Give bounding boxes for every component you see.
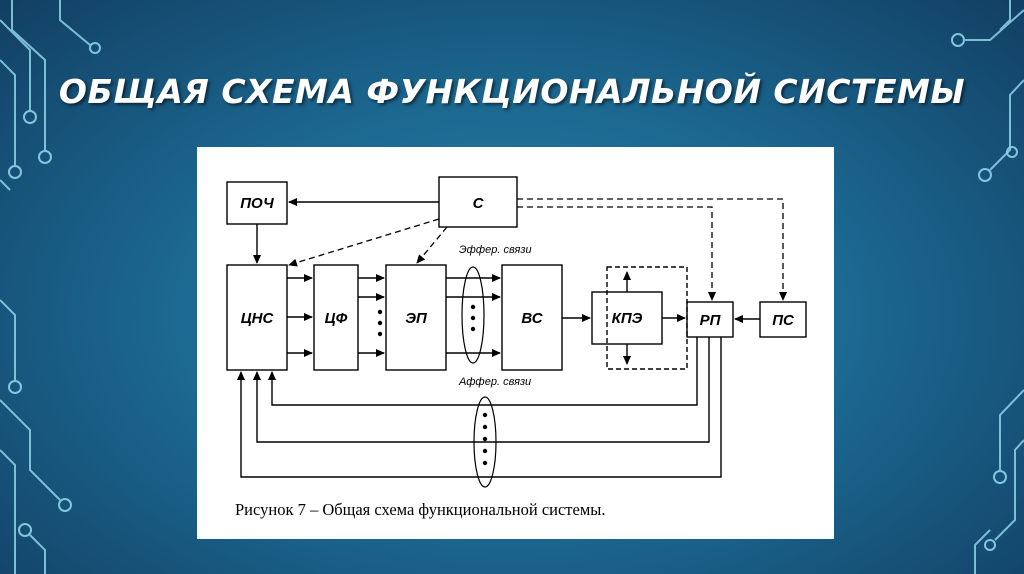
afferent-ellipse: [473, 396, 497, 488]
circuit-line: [0, 19, 31, 110]
dashed-s-to-rp: [517, 206, 716, 301]
circuit-node: [58, 498, 72, 512]
label-cns: ЦНС: [241, 310, 275, 327]
circuit-line: [989, 79, 1024, 171]
node-ep: [385, 264, 447, 371]
slide-title: ОБЩАЯ СХЕМА ФУНКЦИОНАЛЬНОЙ СИСТЕМЫ: [58, 72, 966, 111]
label-kpe: КПЭ: [612, 310, 643, 327]
circuit-node: [23, 110, 37, 124]
circuit-line: [999, 389, 1024, 470]
label-efferent: Эффер. связи: [459, 244, 532, 256]
circuit-node: [8, 380, 22, 394]
dashed-s-to-ps: [517, 198, 787, 301]
circuit-line: [0, 299, 16, 380]
label-cf: ЦФ: [325, 310, 348, 327]
label-afferent: Аффер. связи: [458, 376, 531, 388]
circuit-node: [984, 539, 996, 551]
circuit-node: [89, 42, 101, 54]
label-ps: ПС: [772, 312, 795, 329]
circuit-node: [8, 165, 22, 179]
dashed-s-to-cns: [288, 218, 440, 267]
functional-system-diagram: ПОЧ С ЦНС ЦФ ЭП ВС КПЭ РП ПС Эффер. связ…: [226, 176, 807, 488]
circuit-node: [18, 523, 32, 537]
kpe-dashed-frame: [606, 266, 688, 370]
circuit-line: [965, 9, 1024, 41]
efferent-ellipse: [461, 266, 485, 364]
circuit-node: [993, 470, 1007, 484]
circuit-line: [29, 534, 46, 574]
node-cf: [313, 264, 359, 371]
circuit-node: [951, 33, 965, 47]
label-poch: ПОЧ: [240, 195, 274, 212]
label-s: С: [473, 195, 485, 212]
figure-caption: Рисунок 7 – Общая схема функциональной с…: [235, 500, 606, 519]
afferent-loop-3: [237, 337, 722, 478]
circuit-line: [974, 529, 991, 574]
label-vs: ВС: [521, 310, 543, 327]
label-ep: ЭП: [405, 310, 428, 327]
circuit-line: [0, 59, 16, 165]
circuit-line: [0, 399, 61, 501]
circuit-line: [0, 449, 16, 574]
circuit-node: [38, 150, 52, 164]
circuit-line: [994, 439, 1024, 541]
afferent-loop-1: [268, 337, 698, 406]
afferent-loop-2: [253, 337, 710, 443]
diagram-panel: ПОЧ С ЦНС ЦФ ЭП ВС КПЭ РП ПС Эффер. связ…: [197, 147, 834, 539]
circuit-line: [999, 0, 1011, 31]
circuit-line: [0, 179, 11, 191]
label-rp: РП: [700, 312, 722, 329]
circuit-node: [1006, 146, 1018, 158]
circuit-line: [11, 0, 46, 150]
circuit-node: [978, 168, 992, 182]
dashed-s-to-ep: [416, 226, 448, 264]
circuit-line: [59, 0, 91, 46]
